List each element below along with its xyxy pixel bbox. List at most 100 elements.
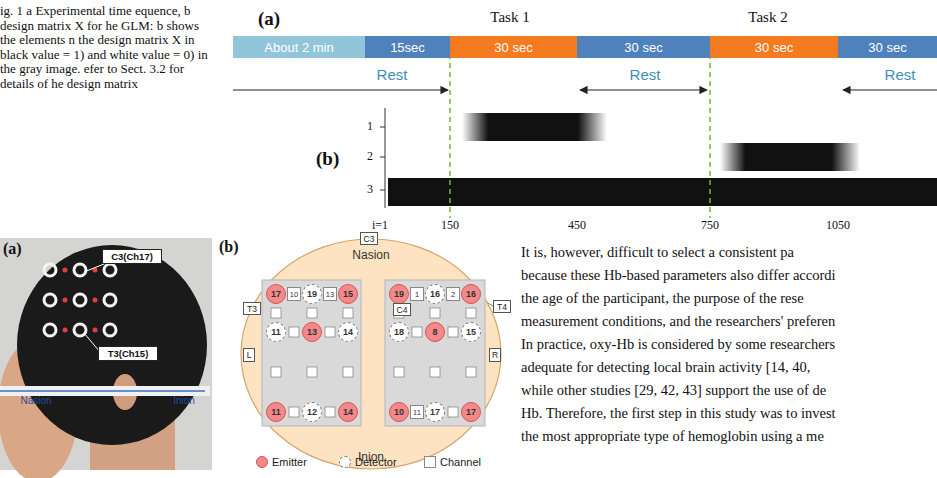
detector-optode: 19 [302, 284, 322, 304]
channel-marker-blank [448, 407, 458, 417]
row-number: 2 [367, 150, 373, 164]
axis-tick-label: 450 [568, 219, 586, 233]
panel-letter: (a) [258, 8, 280, 30]
channel-marker: 13 [323, 287, 337, 301]
detector-optode-text: 11 [271, 327, 281, 337]
emitter-optode: 19 [389, 284, 409, 304]
emitter-optode: 15 [338, 284, 358, 304]
channel-marker: 11 [410, 405, 424, 419]
body-text-line: Hb. Therefore, the first step in this st… [521, 405, 836, 422]
channel-marker-blank [448, 327, 458, 337]
position-tag-text: C4 [397, 305, 408, 315]
onset-lines [450, 36, 710, 218]
detector-optode: 16 [425, 284, 445, 304]
channel-marker-blank [412, 407, 422, 417]
channel-marker-text: 10 [290, 290, 298, 299]
body-text-line: measurement conditions, and the research… [521, 313, 835, 330]
detector-optode: 12 [302, 402, 322, 422]
electrode-callout-text: C3(Ch17) [111, 251, 153, 262]
rest-period-band-text: 15sec [390, 40, 425, 55]
head-photo [0, 238, 212, 478]
channel-marker-text: 2 [451, 290, 455, 299]
channel-marker: 10 [287, 287, 301, 301]
rest-period-band: 30 sec [838, 36, 937, 58]
position-tag: R [489, 348, 501, 362]
emitter-optode-text: 15 [343, 289, 353, 299]
channel-marker-blank [466, 367, 476, 377]
emitter-optode-text: 10 [394, 407, 404, 417]
legend-swatch [256, 456, 268, 468]
channel-marker-blank [271, 308, 281, 318]
body-text-line: the age of the participant, the purpose … [521, 290, 804, 307]
emitter-optode-text: 13 [307, 327, 317, 337]
emitter-optode-text: 17 [271, 289, 281, 299]
rest-label: Rest [885, 66, 916, 83]
detector-optode: 17 [425, 402, 445, 422]
axis-tick-label: 150 [441, 219, 459, 233]
panel-letter: (b) [219, 238, 239, 256]
channel-marker-blank [466, 308, 476, 318]
head-ellipse [241, 239, 501, 469]
channel-marker-blank [325, 327, 335, 337]
detector-optode-text: 19 [307, 289, 317, 299]
emitter-optode-text: 19 [394, 289, 404, 299]
position-tag: L [243, 348, 255, 362]
rest-label: Rest [377, 66, 408, 83]
body-text-line: because these Hb-based parameters also d… [521, 267, 836, 284]
axis-tick-label: 1050 [826, 219, 850, 233]
body-text-line: the most appropriate type of hemoglobin … [521, 428, 824, 445]
emitter-optode: 13 [302, 322, 322, 342]
channel-marker-blank [307, 308, 317, 318]
legend-text: Emitter [272, 455, 307, 469]
channel-marker-text: 1 [415, 290, 419, 299]
row-number: 1 [367, 120, 373, 134]
legend-text: Channel [440, 455, 481, 469]
panel-letter: (b) [316, 148, 339, 170]
channel-marker-blank [430, 308, 440, 318]
emitter-optode: 17 [461, 402, 481, 422]
rest-period-band-text: About 2 min [264, 40, 333, 55]
channel-marker-text: 11 [413, 408, 421, 417]
channel-marker-blank [325, 407, 335, 417]
position-tag-text: R [492, 350, 498, 360]
channel-marker: 2 [446, 287, 460, 301]
task-label: Task 1 [490, 9, 529, 26]
position-tag-text: T3 [247, 304, 257, 314]
head-outline: NasionInion17191511131411121419161618815… [240, 238, 502, 470]
rest-period-band: About 2 min [233, 36, 365, 58]
figure-caption: ig. 1 a Experimental time equence, b des… [0, 4, 212, 91]
electrode-callout: T3(Ch15) [98, 346, 158, 361]
optode-grid [262, 280, 361, 426]
task-period-band-text: 30 sec [755, 40, 793, 55]
position-tag-text: L [247, 350, 252, 360]
body-text-line: adequate for detecting local brain activ… [521, 359, 810, 376]
emitter-optode: 17 [266, 284, 286, 304]
emitter-optode-text: 8 [432, 327, 437, 337]
channel-marker-blank [307, 367, 317, 377]
position-tag-text: T4 [497, 302, 507, 312]
task-period-band: 30 sec [710, 36, 838, 58]
detector-optode-text: 16 [430, 289, 440, 299]
channel-marker-blank [289, 327, 299, 337]
axis-tick-label: 750 [701, 219, 719, 233]
emitter-optode-text: 14 [343, 407, 353, 417]
position-tag: C4 [393, 303, 411, 316]
rest-arrows [233, 90, 937, 91]
emitter-optode-text: 11 [271, 407, 281, 417]
detector-optode-text: 14 [343, 327, 353, 337]
landmark-label: Nasion [20, 395, 51, 407]
rest-period-band: 15sec [365, 36, 450, 58]
channel-marker-blank [394, 367, 404, 377]
rest-period-band-text: 30 sec [624, 40, 662, 55]
detector-optode-text: 18 [394, 327, 404, 337]
detector-optode: 18 [389, 322, 409, 342]
emitter-optode-text: 16 [466, 289, 476, 299]
emitter-optode-text: 17 [466, 407, 476, 417]
emitter-optode: 8 [425, 322, 445, 342]
rest-label: Rest [630, 66, 661, 83]
channel-marker-blank [271, 367, 281, 377]
body-text-line: while other studies [29, 42, 43] support… [521, 382, 826, 399]
detector-optode: 14 [338, 322, 358, 342]
legend-swatch [339, 456, 351, 468]
